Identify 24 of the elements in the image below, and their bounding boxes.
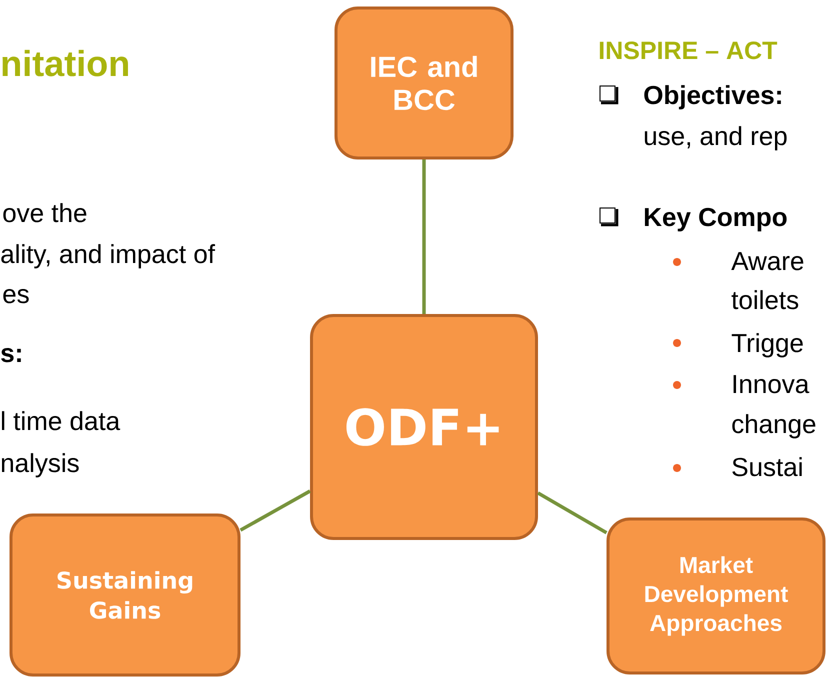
text-line: Innova	[734, 375, 810, 394]
connector-line	[240, 490, 311, 532]
text-line: Trigge	[732, 333, 803, 358]
text-line: use, and rep	[644, 126, 787, 150]
text-line: Key Compo	[644, 208, 787, 232]
rounded-box: IEC and BCC	[334, 6, 514, 160]
text-line: Objectives:	[644, 85, 781, 110]
connector-line	[537, 492, 608, 534]
text-line: es	[3, 289, 29, 304]
connector-line	[422, 160, 426, 314]
text-line: ove the	[3, 203, 86, 222]
text-line: ality, and impact of	[1, 244, 216, 268]
text-line: INSPIRE – ACT	[600, 42, 778, 60]
rounded-box: Sustaining Gains	[10, 514, 240, 676]
text-line: nalysis	[2, 453, 79, 478]
text-line: nitation	[2, 50, 128, 76]
rounded-box: Market Development Approaches	[606, 518, 826, 674]
text-line: Aware	[731, 252, 804, 270]
text-line: toilets	[732, 290, 798, 310]
rounded-box: ODF+	[310, 314, 538, 540]
text-line: l time data	[2, 411, 120, 430]
text-line: Sustai	[732, 457, 802, 476]
text-line: s:	[1, 348, 21, 362]
text-line: change	[732, 414, 816, 438]
